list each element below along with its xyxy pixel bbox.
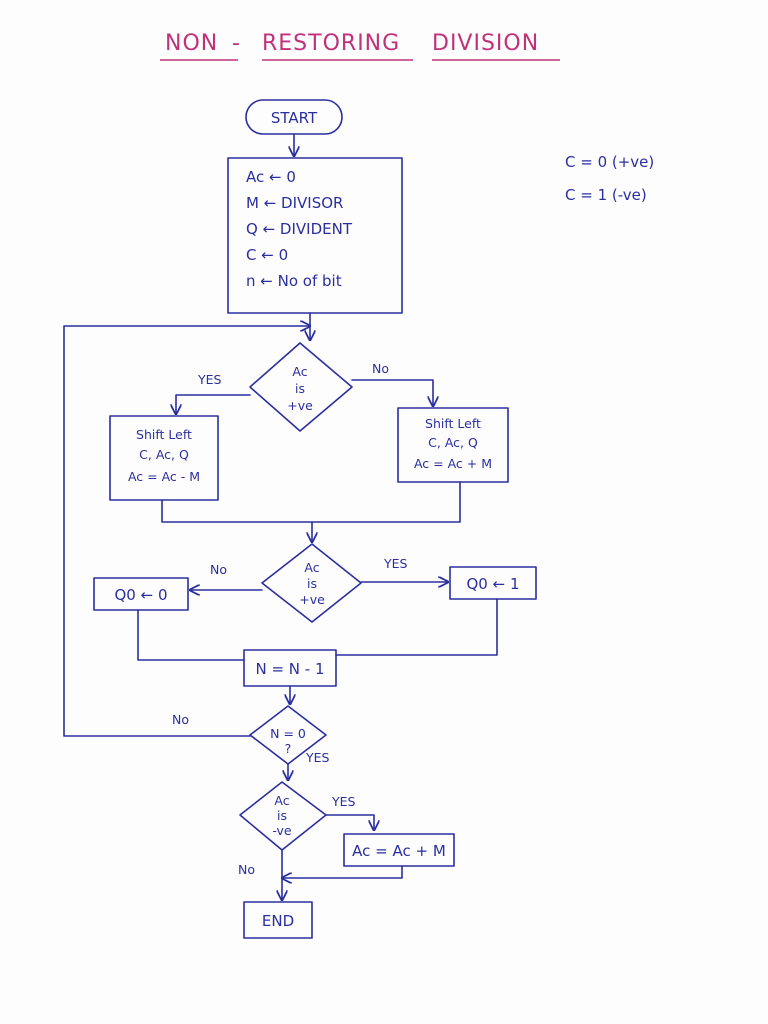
q0-one-box: Q0 ← 1 xyxy=(449,566,537,600)
init-line-4: C ← 0 xyxy=(246,246,288,264)
start-terminal: START xyxy=(245,99,343,135)
shift-add-line-3: Ac = Ac + M xyxy=(414,456,492,471)
init-box: Ac ← 0 M ← DIVISOR Q ← DIVIDENT C ← 0 n … xyxy=(227,157,403,314)
q0-zero-shape xyxy=(93,577,189,611)
q0-zero-label: Q0 ← 0 xyxy=(115,586,168,604)
restore-shape xyxy=(343,833,455,867)
merge-q0-zero xyxy=(137,609,245,661)
arrow-d1-yes xyxy=(176,394,251,414)
init-shape xyxy=(227,157,403,314)
label-d1-no: No xyxy=(372,361,389,376)
shift-subtract-line-1: Shift Left xyxy=(136,427,192,442)
decision-1-line-1: Ac xyxy=(292,364,307,379)
legend-line-negative: C = 1 (-ve) xyxy=(565,186,647,204)
decrement-box: N = N - 1 xyxy=(243,649,337,687)
merge-q0-one xyxy=(335,598,498,656)
decision-1: Ac is +ve xyxy=(249,342,353,432)
title-word-non: NON xyxy=(165,31,218,56)
decision-4-line-1: Ac xyxy=(274,793,289,808)
title-dash: - xyxy=(232,31,241,56)
q0-zero-box: Q0 ← 0 xyxy=(93,577,189,611)
decision-2-line-2: is xyxy=(307,576,317,591)
decrement-label: N = N - 1 xyxy=(255,660,324,678)
init-line-5: n ← No of bit xyxy=(246,272,342,290)
title-word-division: DIVISION xyxy=(432,31,539,56)
shift-subtract-shape xyxy=(109,415,219,501)
decision-1-line-3: +ve xyxy=(287,398,313,413)
decision-1-shape xyxy=(249,342,353,432)
q0-one-shape xyxy=(449,566,537,600)
shift-add-line-1: Shift Left xyxy=(425,416,481,431)
shift-add-line-2: C, Ac, Q xyxy=(428,435,478,450)
end-label: END xyxy=(262,912,294,930)
decision-4-line-3: -ve xyxy=(272,823,292,838)
start-label: START xyxy=(271,109,318,127)
label-d4-no: No xyxy=(238,862,255,877)
label-d1-yes: YES xyxy=(197,372,222,387)
label-d3-yes: YES xyxy=(305,750,330,765)
init-line-3: Q ← DIVIDENT xyxy=(246,220,353,238)
shift-subtract-line-2: C, Ac, Q xyxy=(139,447,189,462)
title: NON - RESTORING DIVISION xyxy=(160,31,560,61)
arrow-d3-no-loop xyxy=(63,326,310,737)
decision-4: Ac is -ve xyxy=(239,781,327,851)
decision-3-line-2: ? xyxy=(285,741,292,756)
init-line-1: Ac ← 0 xyxy=(246,168,296,186)
decision-4-line-2: is xyxy=(277,808,287,823)
restore-label: Ac = Ac + M xyxy=(352,842,446,860)
decision-2-line-1: Ac xyxy=(304,560,319,575)
shift-subtract-line-3: Ac = Ac - M xyxy=(128,469,200,484)
q0-one-label: Q0 ← 1 xyxy=(467,575,520,593)
arrow-restore-to-end xyxy=(282,865,403,878)
merge-line-1 xyxy=(161,481,461,523)
label-d2-no: No xyxy=(210,562,227,577)
decision-1-line-2: is xyxy=(295,381,305,396)
arrow-d1-no xyxy=(351,379,433,406)
shift-add-box: Shift Left C, Ac, Q Ac = Ac + M xyxy=(397,407,509,483)
label-d3-no: No xyxy=(172,712,189,727)
shift-add-shape xyxy=(397,407,509,483)
decision-2-line-3: +ve xyxy=(299,592,325,607)
arrow-d4-yes xyxy=(325,814,374,830)
init-line-2: M ← DIVISOR xyxy=(246,194,343,212)
decision-2: Ac is +ve xyxy=(261,543,362,623)
legend-line-positive: C = 0 (+ve) xyxy=(565,153,654,171)
decision-2-shape xyxy=(261,543,362,623)
decision-3-line-1: N = 0 xyxy=(270,726,306,741)
restore-box: Ac = Ac + M xyxy=(343,833,455,867)
label-d4-yes: YES xyxy=(331,794,356,809)
legend: C = 0 (+ve) C = 1 (-ve) xyxy=(565,153,654,204)
shift-subtract-box: Shift Left C, Ac, Q Ac = Ac - M xyxy=(109,415,219,501)
label-d2-yes: YES xyxy=(383,556,408,571)
title-word-restoring: RESTORING xyxy=(262,31,400,56)
end-terminal: END xyxy=(243,901,313,939)
end-shape xyxy=(243,901,313,939)
